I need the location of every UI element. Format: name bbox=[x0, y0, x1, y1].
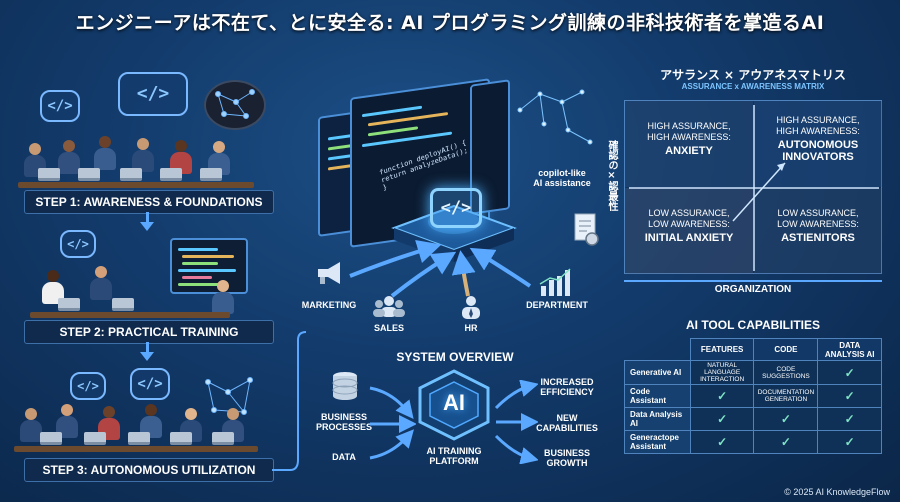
table-cell: NATURAL LANGUAGE INTERACTION bbox=[689, 360, 755, 385]
code-screen bbox=[170, 238, 248, 294]
system-input-processes: BUSINESS PROCESSES bbox=[315, 412, 373, 432]
output-growth: BUSINESS GROWTH bbox=[543, 448, 590, 468]
constellation-icon bbox=[517, 89, 593, 145]
check-icon: ✓ bbox=[753, 407, 819, 431]
row-header: Code Assistant bbox=[624, 384, 691, 408]
step-3-label: STEP 3: AUTONOMOUS UTILIZATION bbox=[24, 458, 274, 482]
check-icon: ✓ bbox=[817, 384, 882, 408]
code-icon: </> bbox=[137, 376, 163, 392]
ai-hexagon bbox=[418, 369, 490, 441]
flow-line bbox=[146, 342, 149, 354]
code-bubble-3: </> bbox=[60, 230, 96, 258]
quadrant-bottom-left: LOW ASSURANCE, LOW AWARENESS: INITIAL AN… bbox=[625, 188, 753, 274]
matrix-panel: HIGH ASSURANCE, HIGH AWARENESS: ANXIETY … bbox=[624, 100, 882, 274]
matrix-title: アサランス × アウアネスマトリス bbox=[660, 68, 846, 82]
input-marketing: MARKETING bbox=[301, 300, 357, 310]
matrix-axes bbox=[629, 105, 879, 271]
system-overview-title: SYSTEM OVERVIEW bbox=[396, 350, 514, 364]
quadrant-main: AUTONOMOUS INNOVATORS bbox=[777, 139, 859, 163]
network-icon bbox=[205, 377, 253, 415]
check-icon: ✓ bbox=[689, 407, 755, 431]
matrix-x-label: ORGANIZATION bbox=[714, 284, 792, 295]
table-row: Data Analysis AI ✓ ✓ ✓ bbox=[624, 407, 882, 431]
document-gear-icon bbox=[574, 213, 599, 246]
row-header: Data Analysis AI bbox=[624, 407, 691, 431]
code-icon: </> bbox=[136, 83, 170, 104]
code-icon: </> bbox=[47, 98, 73, 114]
page-title: エンジニーアは不在て、とに安全る: AI プログラミング訓練の非科技術者を掌造る… bbox=[75, 12, 825, 34]
quadrant-sub: LOW ASSURANCE, LOW AWARENESS: bbox=[648, 208, 730, 229]
input-department: DEPARTMENT bbox=[526, 300, 588, 310]
check-icon: ✓ bbox=[753, 430, 819, 454]
code-icon: </> bbox=[77, 379, 99, 393]
table-row: Code Assistant ✓ DOCUMENTATION GENERATIO… bbox=[624, 384, 882, 408]
code-bubble-5: </> bbox=[130, 368, 170, 400]
column-header: CODE bbox=[753, 338, 819, 361]
capabilities-title: AI TOOL CAPABILITIES bbox=[685, 318, 820, 332]
row-header: Generactope Assistant bbox=[624, 430, 691, 454]
matrix-y-label: 確認の×認最性 bbox=[606, 140, 617, 211]
quadrant-main: ANXIETY bbox=[665, 145, 713, 157]
capabilities-table: FEATURES CODE DATA ANALYSIS AI Generativ… bbox=[624, 338, 882, 454]
code-icon: </> bbox=[67, 237, 89, 251]
copilot-label: copilot-like AI assistance bbox=[533, 168, 591, 188]
connector-line bbox=[272, 331, 307, 471]
column-header: FEATURES bbox=[689, 338, 755, 361]
matrix-subtitle: ASSURANCE x AWARENESS MATRIX bbox=[681, 82, 825, 91]
ai-code-icon: </> bbox=[430, 188, 482, 228]
row-header: Generative AI bbox=[624, 360, 691, 385]
input-arrows bbox=[349, 239, 532, 298]
code-bubble-1: </> bbox=[40, 90, 80, 122]
table-cell: CODE SUGGESTIONS bbox=[753, 360, 819, 385]
arrow-down-icon bbox=[140, 352, 154, 361]
quadrant-sub: LOW ASSURANCE, LOW AWARENESS: bbox=[777, 208, 859, 229]
people-group-icon bbox=[373, 296, 405, 317]
step-2-label: STEP 2: PRACTICAL TRAINING bbox=[24, 320, 274, 344]
quadrant-main: ASTIENITORS bbox=[781, 232, 855, 244]
code-bubble-4: </> bbox=[70, 372, 106, 400]
network-bubble bbox=[204, 80, 266, 130]
input-sales: SALES bbox=[373, 323, 404, 333]
network-icon bbox=[215, 89, 255, 119]
matrix-x-axis-line bbox=[624, 280, 882, 282]
system-input-data: DATA bbox=[332, 452, 356, 462]
quadrant-sub: HIGH ASSURANCE, HIGH AWARENESS: bbox=[776, 115, 860, 136]
code-bubble-2: </> bbox=[118, 72, 188, 116]
check-icon: ✓ bbox=[689, 430, 755, 454]
ai-training-platform-label: AI TRAINING PLATFORM bbox=[426, 446, 482, 466]
input-hr: HR bbox=[464, 323, 478, 333]
output-capabilities: NEW CAPABILITIES bbox=[536, 413, 598, 433]
quadrant-sub: HIGH ASSURANCE, HIGH AWARENESS: bbox=[647, 121, 731, 142]
bar-chart-icon bbox=[539, 268, 571, 296]
system-output-arrows bbox=[494, 380, 538, 464]
footer-copyright: © 2025 AI KnowledgeFlow bbox=[784, 487, 890, 497]
table-row: Generactope Assistant ✓ ✓ ✓ bbox=[624, 430, 882, 454]
quadrant-bottom-right: LOW ASSURANCE, LOW AWARENESS: ASTIENITOR… bbox=[754, 188, 882, 274]
database-icon bbox=[332, 372, 358, 400]
step-1-label: STEP 1: AWARENESS & FOUNDATIONS bbox=[24, 190, 274, 214]
table-row: Generative AI NATURAL LANGUAGE INTERACTI… bbox=[624, 360, 882, 385]
check-icon: ✓ bbox=[817, 407, 882, 431]
output-efficiency: INCREASED EFFICIENCY bbox=[540, 377, 594, 397]
system-input-arrows bbox=[369, 386, 416, 460]
flow-line bbox=[146, 212, 149, 224]
check-icon: ✓ bbox=[817, 360, 882, 385]
person-tie-icon bbox=[462, 296, 480, 319]
column-header: DATA ANALYSIS AI bbox=[817, 338, 882, 361]
ai-core-label: AI bbox=[443, 390, 465, 415]
check-icon: ✓ bbox=[689, 384, 755, 408]
quadrant-top-left: HIGH ASSURANCE, HIGH AWARENESS: ANXIETY bbox=[625, 101, 753, 187]
table-corner bbox=[624, 338, 691, 361]
megaphone-icon bbox=[318, 262, 340, 284]
quadrant-main: INITIAL ANXIETY bbox=[644, 232, 734, 244]
check-icon: ✓ bbox=[817, 430, 882, 454]
arrow-down-icon bbox=[140, 222, 154, 231]
table-cell: DOCUMENTATION GENERATION bbox=[753, 384, 819, 408]
